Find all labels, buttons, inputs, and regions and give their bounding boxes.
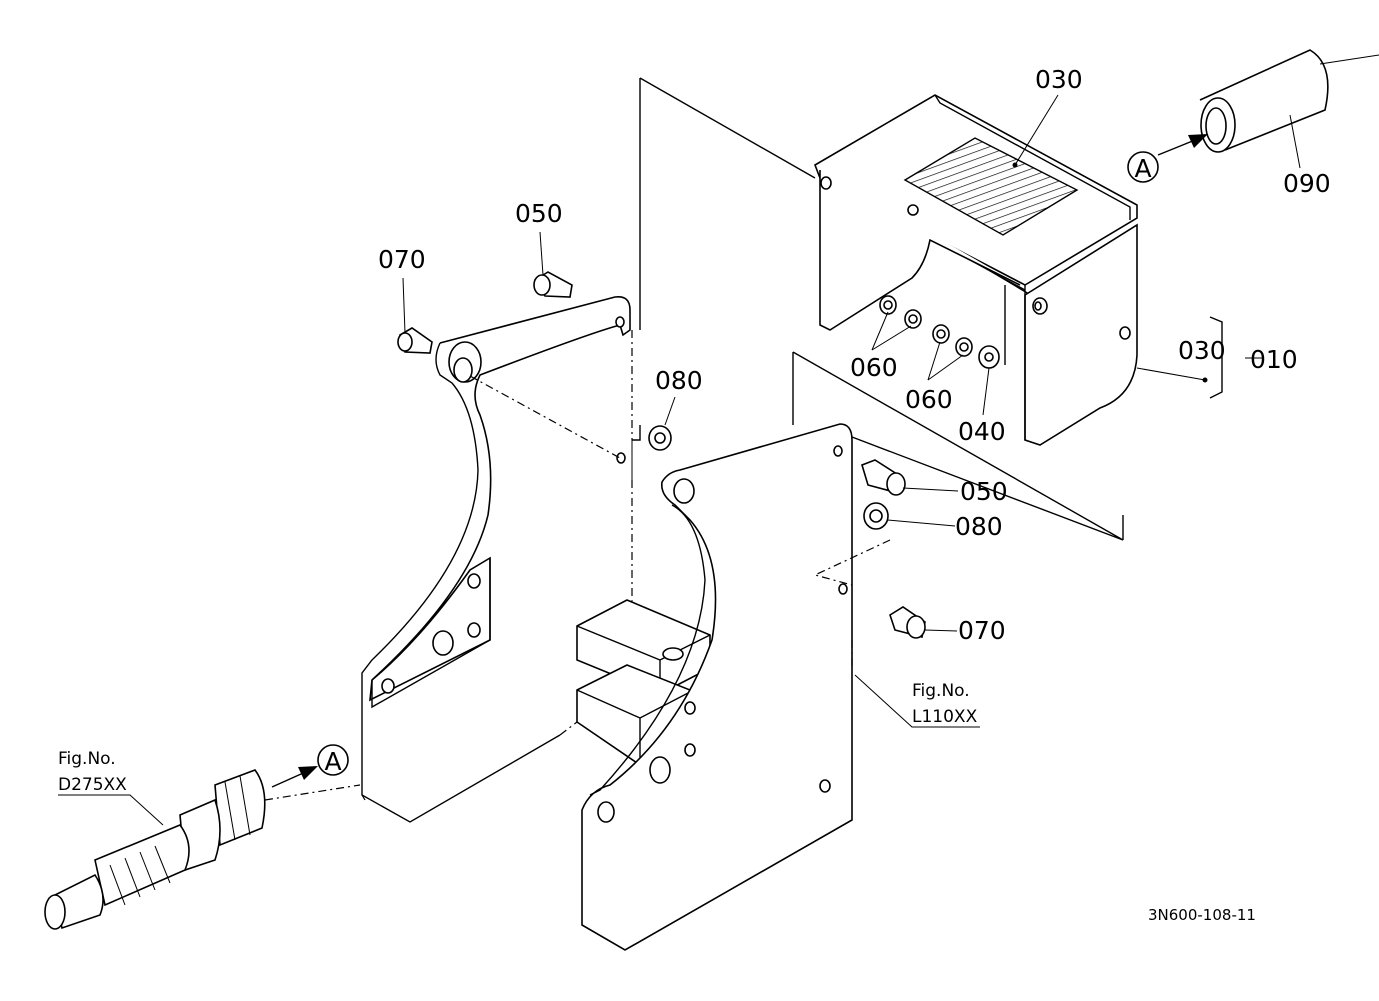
fig-ref-left-code: D275XX [58,775,127,795]
callout-090-pipe: 090 [1283,169,1331,198]
arrow-a-top-label: A [1134,154,1151,183]
fig-ref-left-title: Fig.No. [58,749,116,769]
fig-ref-right-title: Fig.No. [912,681,970,701]
callout-040-washer: 040 [958,417,1006,446]
assembly-dash-lines [264,330,891,801]
callout-080-collar-right: 080 [955,512,1003,541]
spacer-blocks [576,599,711,766]
right-main-plate [581,423,853,951]
arrow-a-left: A [271,744,349,788]
callout-060-nut-a: 060 [850,353,898,382]
collar-080-top [648,425,672,451]
bolt-050-right [861,459,906,496]
bolt-050-top [533,271,573,298]
pipe-090 [1199,49,1379,153]
pto-shaft [44,769,266,930]
callout-070-bolt-right: 070 [958,616,1006,645]
left-bracket-plate [361,295,631,823]
bolt-070-top [397,327,433,354]
callout-010-assembly: 010 [1250,345,1298,374]
cover-030 [814,94,1138,446]
callout-070-bolt-top: 070 [378,245,426,274]
fig-ref-right-code: L110XX [912,707,978,727]
arrow-a-left-label: A [324,747,341,776]
callout-080-collar-top: 080 [655,366,703,395]
callout-050-bolt-top: 050 [515,199,563,228]
arrow-a-top: A [1127,134,1208,183]
callout-030-cover: 030 [1035,65,1083,94]
collar-080-right [863,502,889,530]
leader-lines [58,94,1301,826]
nuts-and-washers [879,295,1000,369]
warning-label-decal [903,137,1079,236]
drawing-number: 3N600-108-11 [1148,906,1256,924]
callout-060-nut-b: 060 [905,385,953,414]
callout-050-bolt-right: 050 [960,477,1008,506]
callout-030-group: 030 [1178,336,1226,365]
bolt-070-right [889,606,926,639]
